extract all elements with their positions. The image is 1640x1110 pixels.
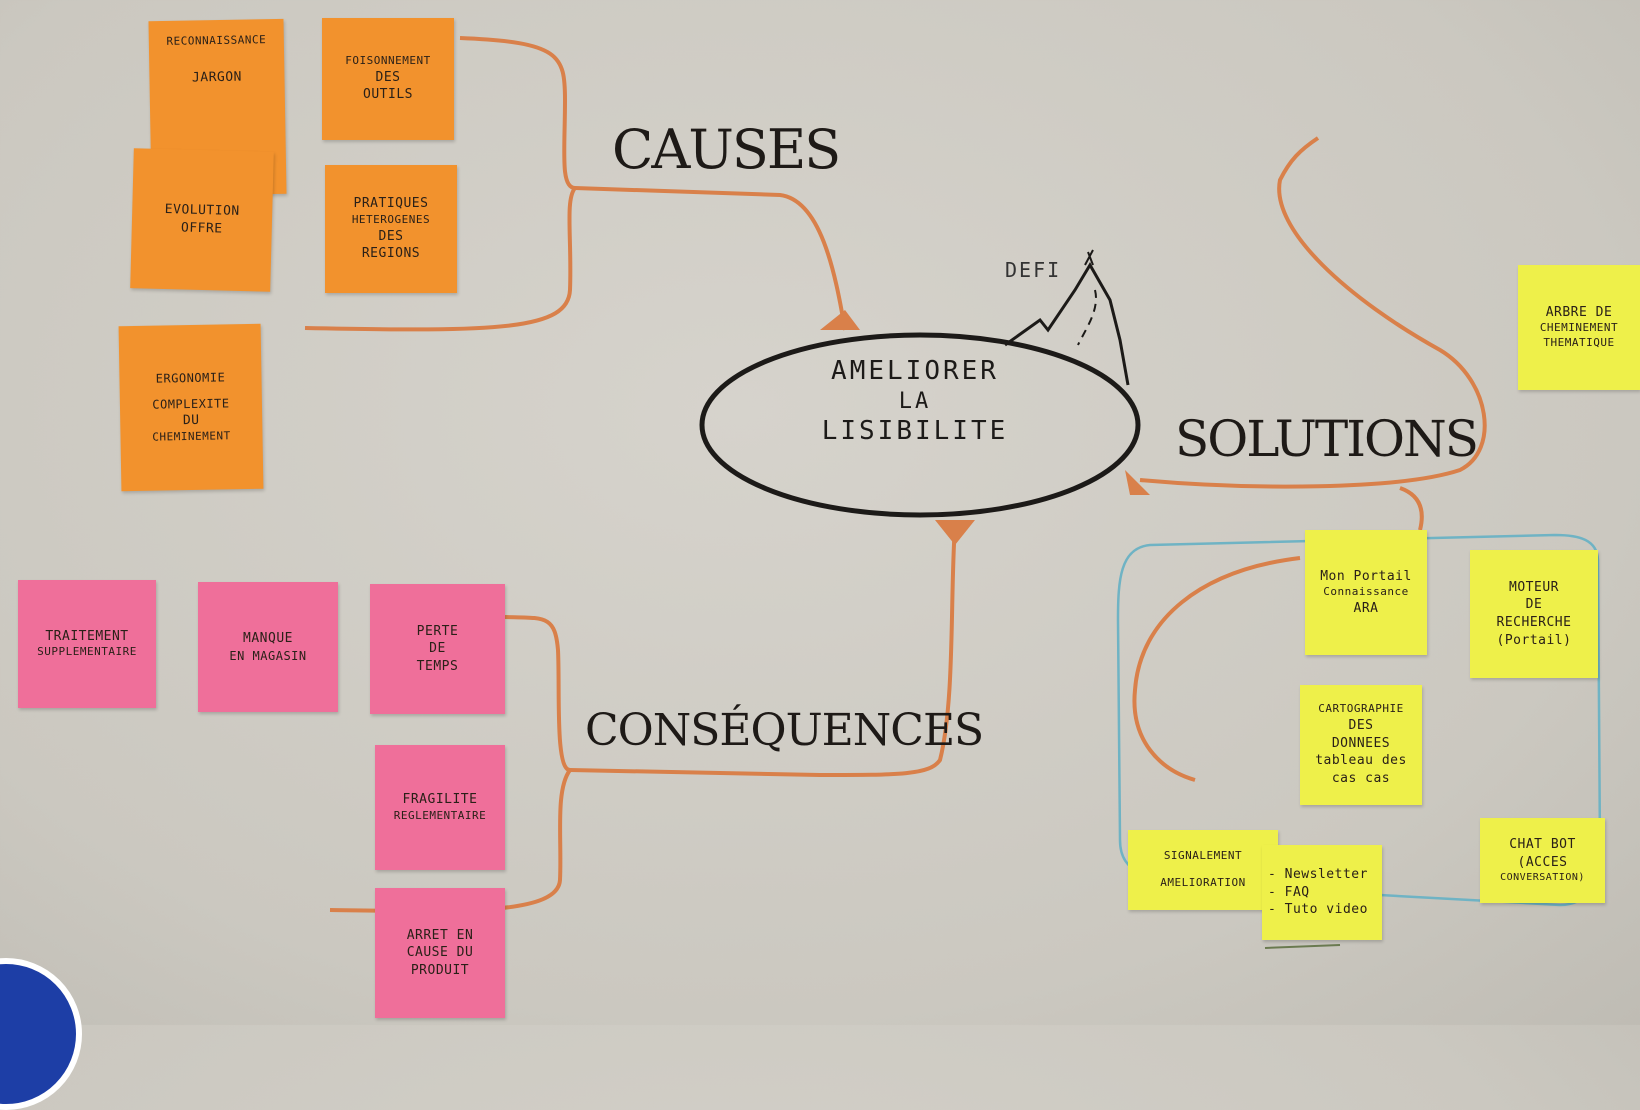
note-line: EVOLUTION xyxy=(164,202,240,220)
sticky-note-chat-bot: CHAT BOT (ACCES CONVERSATION) xyxy=(1480,818,1605,903)
note-line: TEMPS xyxy=(416,658,459,674)
note-line: REGIONS xyxy=(361,246,421,262)
sticky-note-ergonomie-complexite: ERGONOMIE COMPLEXITE DU CHEMINEMENT xyxy=(118,323,264,492)
causes-title: CAUSES xyxy=(612,118,841,181)
causes-junction xyxy=(820,310,860,330)
central-topic: AMELIORER LA LISIBILITE xyxy=(700,355,1130,448)
consequences-junction xyxy=(935,520,975,545)
solutions-junction xyxy=(1125,470,1150,495)
sticky-note-signalement-amelioration: SIGNALEMENT AMELIORATION xyxy=(1128,830,1278,910)
note-line: Connaissance xyxy=(1323,585,1409,599)
note-line: SUPPLEMENTAIRE xyxy=(37,645,137,659)
note-line: CHEMINEMENT xyxy=(152,429,231,444)
note-line: ARA xyxy=(1353,600,1379,616)
defi-label: DEFI xyxy=(1005,258,1062,282)
note-line: (ACCES xyxy=(1517,854,1568,870)
note-line: AMELIORATION xyxy=(1160,876,1246,889)
sticky-note-traitement-supplementaire: TRAITEMENT SUPPLEMENTAIRE xyxy=(18,580,156,708)
mountain-icon xyxy=(1004,262,1130,386)
solutions-branch-line xyxy=(1139,136,1487,489)
sticky-note-cartographie-donnees: CARTOGRAPHIE DES DONNEES tableau des cas… xyxy=(1300,685,1422,805)
note-line: ARBRE DE xyxy=(1545,304,1613,320)
note-line: CAUSE DU xyxy=(406,945,474,961)
causes-branch-line-lower xyxy=(304,186,577,332)
note-line: (Portail) xyxy=(1496,632,1572,648)
note-line: tableau des xyxy=(1315,753,1407,769)
note-line: - Tuto video xyxy=(1268,902,1368,918)
flag-icon xyxy=(1084,249,1094,266)
note-line: THEMATIQUE xyxy=(1543,336,1615,350)
note-line: DES xyxy=(378,228,404,244)
note-line: CHEMINEMENT xyxy=(1539,321,1619,335)
note-line: TRAITEMENT xyxy=(45,628,129,644)
causes-branch-line xyxy=(459,36,847,331)
note-line: CONVERSATION) xyxy=(1500,872,1585,884)
note-line: REGLEMENTAIRE xyxy=(393,808,487,822)
note-line: MANQUE xyxy=(243,631,293,647)
note-line: Mon Portail xyxy=(1320,568,1412,584)
note-line: OUTILS xyxy=(363,87,413,103)
note-line: COMPLEXITE xyxy=(152,396,230,412)
sticky-note-fragilite-reglementaire: FRAGILITE REGLEMENTAIRE xyxy=(375,745,505,870)
note-line: DES xyxy=(375,69,401,85)
mind-map-board: AMELIORER LA LISIBILITE DEFI CAUSES CONS… xyxy=(0,18,1640,1110)
sticky-note-arret-cause-produit: ARRET EN CAUSE DU PRODUIT xyxy=(375,888,505,1018)
note-line: PERTE xyxy=(416,623,459,639)
solutions-inner-curve xyxy=(1132,556,1301,782)
note-line: ARRET EN xyxy=(406,927,474,943)
central-ellipse xyxy=(699,332,1141,518)
note-line: ERGONOMIE xyxy=(155,370,226,386)
note-line: DONNEES xyxy=(1331,735,1391,751)
note-line: cas cas xyxy=(1331,770,1391,786)
underline-doodle xyxy=(1264,944,1341,949)
note-line: - Newsletter xyxy=(1268,867,1368,883)
sticky-note-foisonnement-outils: FOISONNEMENT DES OUTILS xyxy=(322,18,454,140)
central-line: LA xyxy=(898,388,932,414)
note-line: EN MAGASIN xyxy=(229,648,307,663)
note-line: MOTEUR xyxy=(1509,579,1559,595)
note-line: CHAT BOT xyxy=(1509,837,1576,853)
sticky-note-mon-portail: Mon Portail Connaissance ARA xyxy=(1305,530,1427,655)
note-line: DE xyxy=(429,641,446,657)
note-line: OFFRE xyxy=(180,220,223,237)
note-line: PRATIQUES xyxy=(353,196,429,212)
note-line: DE xyxy=(1525,597,1543,613)
solutions-branch-lower xyxy=(1399,486,1424,531)
central-line: AMELIORER xyxy=(831,356,999,386)
note-line: RECHERCHE xyxy=(1496,615,1572,630)
sticky-note-newsletter-faq-tuto: - Newsletter - FAQ - Tuto video xyxy=(1262,845,1382,940)
note-line: CARTOGRAPHIE xyxy=(1318,702,1404,716)
note-line: HETEROGENES xyxy=(351,212,431,226)
note-line: RECONNAISSANCE xyxy=(166,33,267,48)
sticky-note-evolution-offre: EVOLUTION OFFRE xyxy=(130,148,274,292)
consequences-title: CONSÉQUENCES xyxy=(585,705,984,756)
note-line: FRAGILITE xyxy=(402,792,478,808)
sticky-note-pratiques-heterogenes: PRATIQUES HETEROGENES DES REGIONS xyxy=(325,165,457,293)
note-line: DES xyxy=(1348,718,1374,734)
sticky-note-perte-temps: PERTE DE TEMPS xyxy=(370,584,505,714)
sticky-note-moteur-recherche: MOTEUR DE RECHERCHE (Portail) xyxy=(1470,550,1598,678)
solutions-title: SOLUTIONS xyxy=(1175,410,1479,468)
consequences-branch-line xyxy=(504,524,957,778)
note-line: PRODUIT xyxy=(410,962,470,978)
sticky-note-manque-magasin: MANQUE EN MAGASIN xyxy=(198,582,338,712)
note-line: JARGON xyxy=(191,69,243,86)
central-line: LISIBILITE xyxy=(821,416,1009,446)
note-line: SIGNALEMENT xyxy=(1163,849,1243,863)
note-line: DU xyxy=(182,413,200,429)
note-line: FOISONNEMENT xyxy=(345,54,431,68)
sticky-note-arbre-cheminement: ARBRE DE CHEMINEMENT THEMATIQUE xyxy=(1518,265,1640,390)
mountain-trail xyxy=(1077,289,1097,346)
note-line: - FAQ xyxy=(1268,884,1310,900)
